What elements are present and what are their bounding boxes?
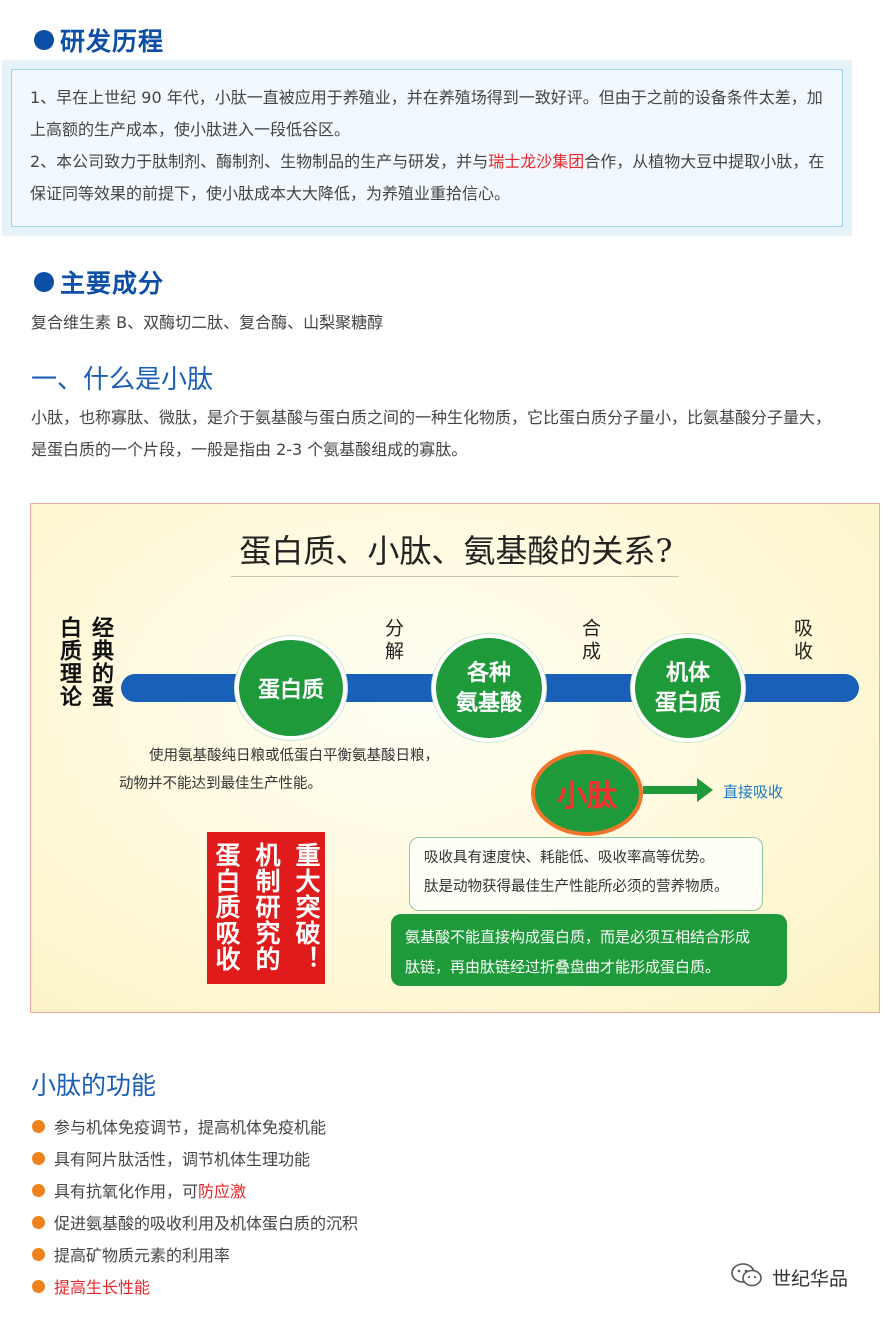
small-peptide-circle: 小肽	[531, 750, 643, 836]
relationship-diagram: 蛋白质、小肽、氨基酸的关系? 经典的蛋白质理论 分解 合成 吸收 蛋白质 各种氨…	[30, 503, 880, 1013]
functions-heading: 小肽的功能	[31, 1071, 157, 1100]
note-line-2: 动物并不能达到最佳生产性能。	[119, 776, 322, 792]
step-synthesize: 合成	[579, 618, 601, 664]
classic-theory-label: 经典的蛋白质理论	[56, 616, 114, 708]
bullet-dot-icon	[34, 272, 54, 292]
function-item: 促进氨基酸的吸收利用及机体蛋白质的沉积	[32, 1210, 358, 1234]
function-item: 提高矿物质元素的利用率	[32, 1242, 230, 1266]
note-line-1: 使用氨基酸纯日粮或低蛋白平衡氨基酸日粮，	[149, 748, 439, 764]
what-is-heading: 一、什么是小肽	[31, 365, 214, 395]
bullet-dot-icon	[32, 1279, 45, 1293]
direct-arrow-shaft	[643, 786, 699, 794]
history-heading: 研发历程	[34, 22, 164, 58]
diagram-title: 蛋白质、小肽、氨基酸的关系?	[239, 532, 673, 570]
direct-absorb-label: 直接吸收	[723, 783, 784, 801]
function-item: 具有抗氧化作用，可防应激	[32, 1178, 246, 1202]
circle-amino-acids: 各种氨基酸	[432, 634, 546, 742]
wechat-icon	[730, 1262, 764, 1293]
ingredients-text: 复合维生素 B、双酶切二肽、复合酶、山梨聚糖醇	[31, 313, 384, 332]
ingredients-heading-text: 主要成分	[60, 269, 165, 298]
bullet-dot-icon	[34, 30, 54, 50]
ingredients-heading: 主要成分	[34, 264, 164, 300]
function-item: 提高生长性能	[32, 1274, 150, 1298]
history-paragraph-1: 1、早在上世纪 90 年代，小肽一直被应用于养殖业，并在养殖场得到一致好评。但由…	[30, 88, 823, 139]
circle-body-protein: 机体蛋白质	[631, 634, 745, 742]
circle-protein: 蛋白质	[235, 636, 347, 740]
breakthrough-box: 蛋白质吸收 机制研究的 重大突破！	[207, 832, 325, 984]
step-absorb: 吸收	[791, 618, 813, 664]
step-decompose: 分解	[382, 618, 404, 664]
function-item: 具有阿片肽活性，调节机体生理功能	[32, 1146, 310, 1170]
bullet-dot-icon	[32, 1119, 45, 1133]
bullet-dot-icon	[32, 1151, 45, 1165]
brand-name: 世纪华品	[772, 1268, 849, 1290]
anti-stress-highlight: 防应激	[198, 1182, 247, 1201]
title-divider	[231, 576, 679, 577]
history-paragraph-2: 2、本公司致力于肽制剂、酶制剂、生物制品的生产与研发，并与瑞士龙沙集团合作，从植…	[30, 152, 825, 203]
what-is-text: 小肽，也称寡肽、微肽，是介于氨基酸与蛋白质之间的一种生化物质，它比蛋白质分子量小…	[31, 408, 832, 459]
right-arrow-icon	[697, 778, 713, 802]
function-item: 参与机体免疫调节，提高机体免疫机能	[32, 1114, 326, 1138]
history-box	[11, 69, 843, 227]
advantages-box: 吸收具有速度快、耗能低、吸收率高等优势。 肽是动物获得最佳生产性能所必须的营养物…	[409, 837, 763, 911]
amino-acid-note-box: 氨基酸不能直接构成蛋白质，而是必须互相结合形成 肽链，再由肽链经过折叠盘曲才能形…	[391, 914, 787, 986]
history-heading-text: 研发历程	[60, 27, 165, 56]
bullet-dot-icon	[32, 1247, 45, 1261]
brand-watermark: 世纪华品	[730, 1262, 848, 1293]
bullet-dot-icon	[32, 1183, 45, 1197]
bullet-dot-icon	[32, 1215, 45, 1229]
partner-highlight: 瑞士龙沙集团	[488, 152, 585, 171]
